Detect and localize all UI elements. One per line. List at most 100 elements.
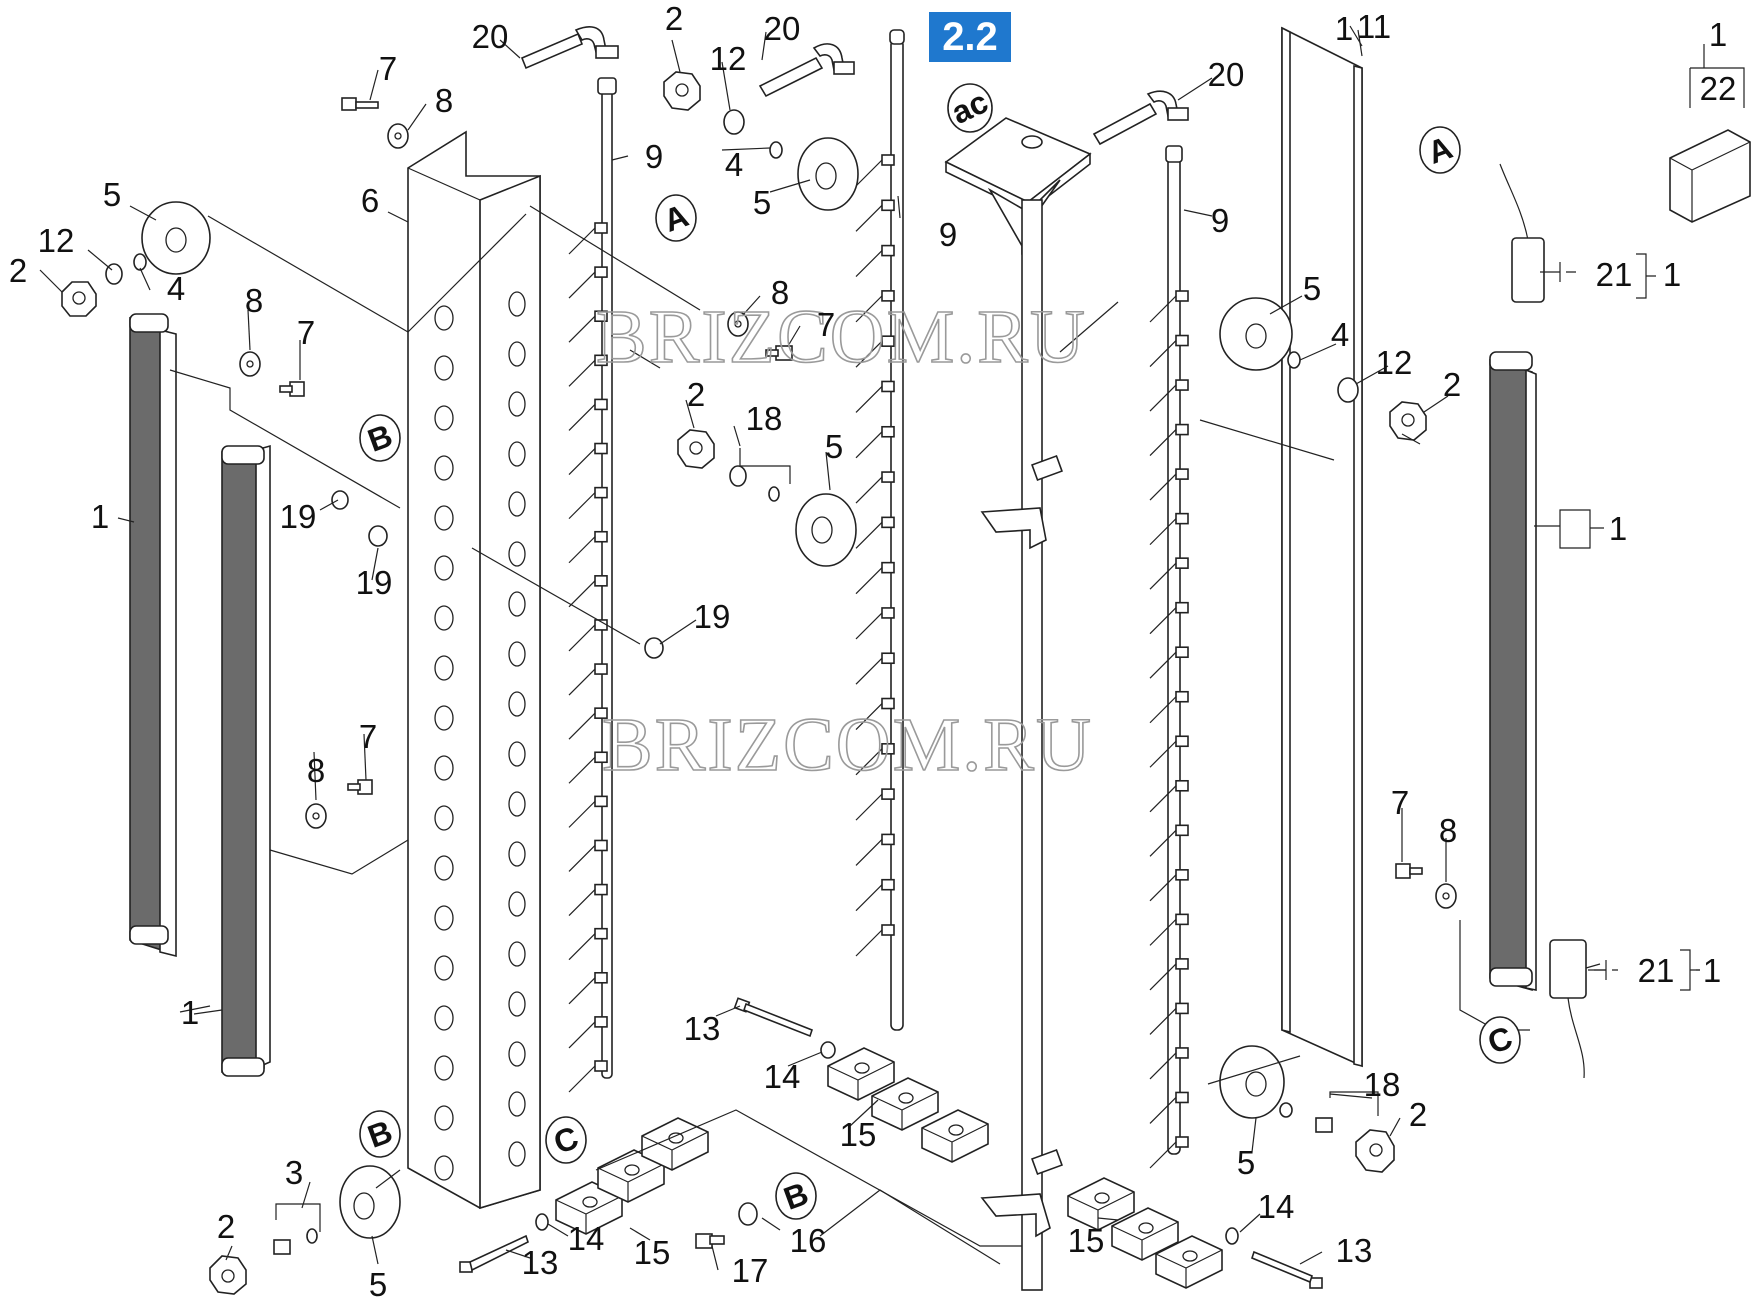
rod-clip (594, 1016, 608, 1028)
rod-clip (1175, 379, 1189, 391)
column-hole (434, 905, 454, 931)
column-hole (434, 805, 454, 831)
reference-circle (359, 414, 401, 462)
callout-5: 5 (103, 176, 121, 213)
column-hole (508, 391, 526, 417)
callout-8: 8 (307, 752, 325, 789)
column-hole (434, 455, 454, 481)
rod-clip (881, 652, 895, 665)
column-hole (508, 341, 526, 367)
leader-line (741, 295, 761, 317)
sensor-module-bottom (1549, 939, 1587, 1079)
column-hole (508, 541, 526, 567)
leader-line (1355, 365, 1389, 385)
nut-2-center-top (663, 71, 701, 111)
leader-line (129, 205, 157, 221)
connection-line (819, 1189, 1001, 1265)
rod-clip (594, 795, 608, 808)
rod-clip (881, 788, 895, 800)
rod-clip (881, 924, 895, 936)
clip-line (568, 359, 596, 387)
washer-16 (738, 1202, 758, 1226)
callout-3: 3 (285, 1154, 303, 1191)
rod-clip (594, 839, 608, 852)
leader-line (1389, 1117, 1401, 1137)
clip-line (1149, 696, 1177, 724)
clip-line (1149, 1141, 1177, 1169)
clip-line (855, 250, 883, 278)
clip-line (568, 536, 596, 564)
callout-8: 8 (245, 282, 263, 319)
clip-line (568, 933, 596, 961)
callout-2: 2 (1409, 1096, 1427, 1133)
rod-clip (1175, 779, 1189, 792)
column-6 (407, 130, 541, 1210)
callout-4: 4 (725, 146, 743, 183)
leader-line (499, 39, 521, 59)
callout-15: 15 (840, 1116, 877, 1153)
leader-line (761, 31, 767, 61)
leader-line (721, 61, 731, 111)
callout-2: 2 (687, 376, 705, 413)
leader-line (1401, 433, 1421, 445)
clamp-block (1155, 1235, 1223, 1289)
callout-20: 20 (1208, 56, 1245, 93)
leader-line (117, 517, 135, 523)
leader-line (1097, 1217, 1119, 1221)
block-22 (1669, 129, 1751, 223)
leader-line (247, 309, 251, 351)
washer-8-right (1435, 883, 1457, 909)
callout-1: 1 (1335, 10, 1353, 47)
seal-4-right (1287, 351, 1301, 369)
clip-line (1149, 384, 1177, 412)
callout-7: 7 (817, 306, 835, 343)
clip-line (1149, 963, 1177, 991)
screw-7-lower (347, 779, 373, 795)
elbow-20-left (520, 26, 619, 70)
clip-line (855, 204, 883, 232)
column-hole (434, 755, 454, 781)
callout-13: 13 (684, 1010, 721, 1047)
reference-circle (655, 194, 697, 242)
callout-1: 1 (181, 994, 199, 1031)
rod-clip (1175, 334, 1189, 347)
screw-7-center (765, 345, 793, 361)
leader-line (721, 147, 771, 151)
rod-clip (594, 1060, 608, 1072)
connection-line (1199, 419, 1335, 461)
clip-line (1149, 295, 1177, 323)
callout-19: 19 (280, 498, 317, 535)
clip-line (568, 580, 596, 608)
callout-19: 19 (694, 598, 731, 635)
clip-line (1149, 562, 1177, 590)
rod-clips (1149, 290, 1189, 1169)
column-hole (508, 841, 526, 867)
rod-clip (881, 154, 895, 166)
leader-line (761, 1217, 781, 1231)
leader-line (611, 155, 629, 161)
connection-line (529, 205, 701, 311)
callout-8: 8 (771, 274, 789, 311)
rod-clip (881, 471, 895, 483)
clip-line (1149, 785, 1177, 813)
rod-clip (594, 883, 608, 896)
clip-line (1149, 1007, 1177, 1035)
washer-14-right (1225, 1227, 1239, 1245)
leader-line (387, 211, 409, 223)
rod-clip (881, 380, 895, 393)
clip-line (568, 448, 596, 475)
callout-20: 20 (764, 10, 801, 47)
callout-17: 17 (732, 1252, 769, 1289)
column-hole (434, 305, 454, 331)
clip-line (855, 657, 883, 685)
leader-line (1239, 1213, 1261, 1233)
callout-21: 21 (1596, 256, 1633, 293)
clip-line (568, 756, 596, 784)
leader-line (547, 1223, 569, 1237)
callout-13: 13 (1336, 1232, 1373, 1269)
rod-clip (881, 833, 895, 846)
reference-circle (775, 1172, 817, 1220)
clip-line (568, 1065, 596, 1093)
clip-line (568, 845, 596, 872)
callout-14: 14 (1258, 1188, 1295, 1225)
